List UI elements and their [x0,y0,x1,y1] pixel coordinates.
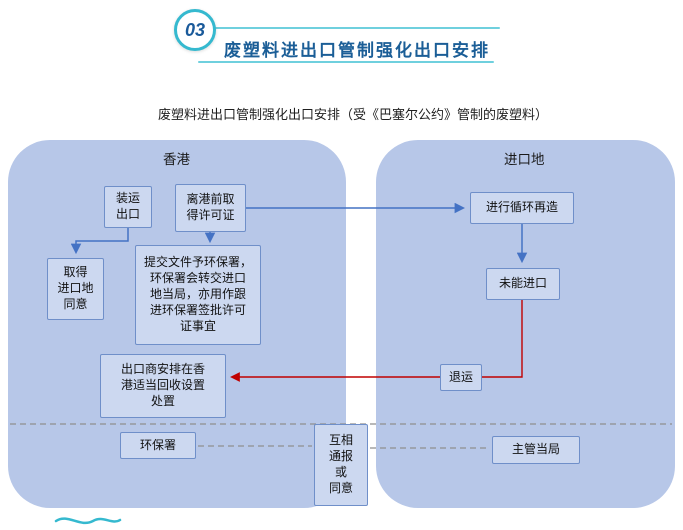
node-import-failed: 未能进口 [486,268,560,300]
node-recycle: 进行循环再造 [470,192,574,224]
page-title: 废塑料进出口管制强化出口安排 [224,41,490,60]
title-decoration-line-top [214,27,500,29]
node-ship-export: 装运 出口 [104,186,152,228]
node-obtain-import-consent: 取得 进口地 同意 [47,258,104,320]
node-exporter-recovery: 出口商安排在香 港适当回收设置 处置 [100,354,226,418]
node-permit-before-departure: 离港前取 得许可证 [175,184,246,232]
section-number-badge: 03 [174,9,216,51]
title-decoration-line-bottom [198,61,494,63]
diagram-subtitle: 废塑料进出口管制强化出口安排（受《巴塞尔公约》管制的废塑料） [158,107,549,122]
node-competent-authority: 主管当局 [492,436,580,464]
region-label-import-place: 进口地 [504,152,545,167]
node-submit-documents: 提交文件予环保署， 环保署会转交进口 地当局，亦用作跟 进环保署签批许可 证事宜 [135,245,261,345]
node-return-shipment: 退运 [440,364,482,391]
node-mutual-notification: 互相 通报 或 同意 [314,424,368,506]
node-epd: 环保署 [120,432,196,459]
region-label-hong-kong: 香港 [163,152,190,167]
